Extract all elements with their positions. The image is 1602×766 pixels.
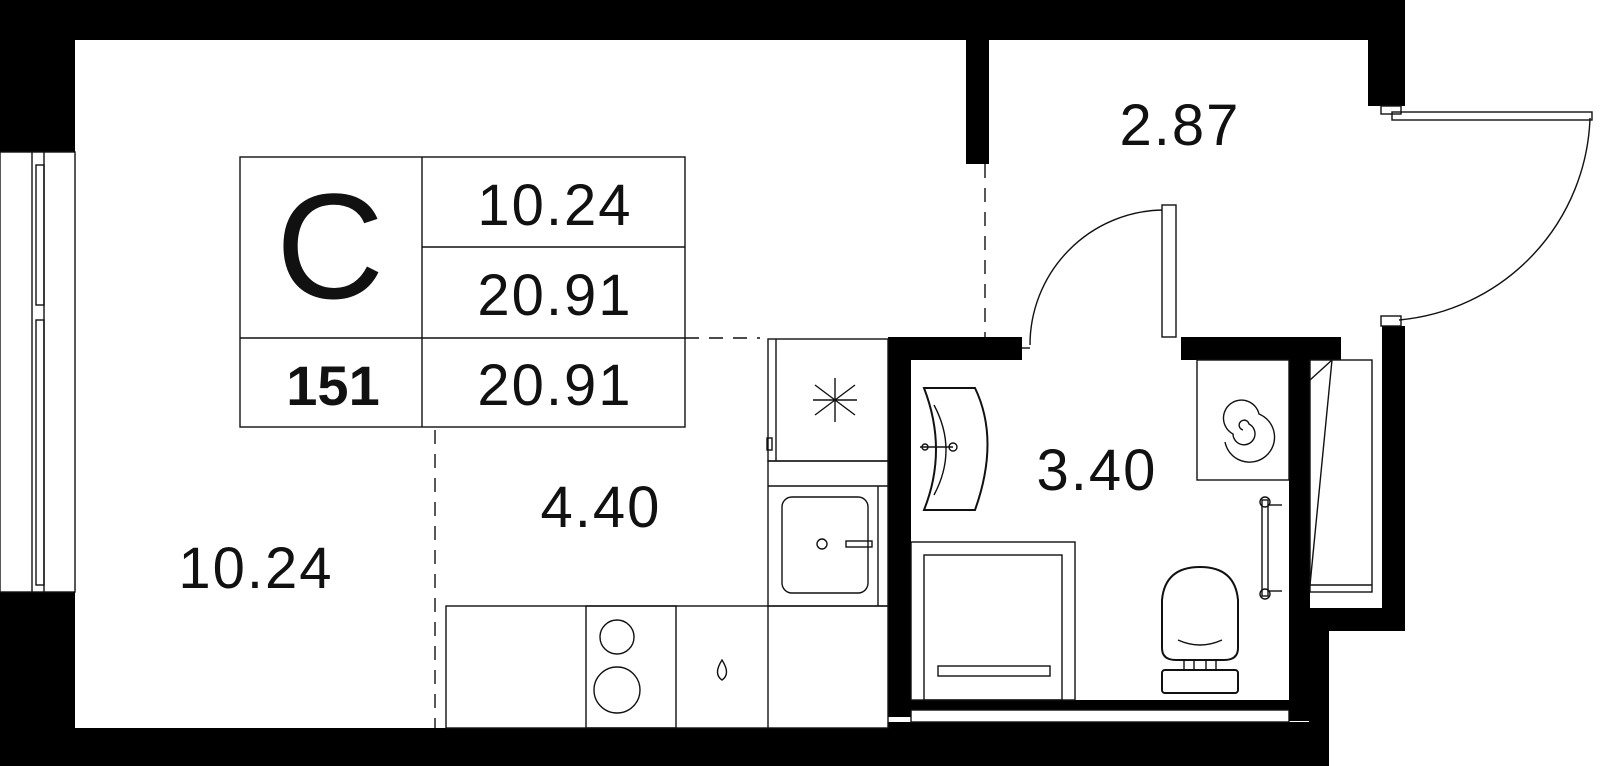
living-room-area: 10.24 bbox=[178, 536, 333, 601]
wall-bath-top-right bbox=[1181, 337, 1341, 360]
bathtub-icon bbox=[910, 541, 1076, 701]
kitchen bbox=[445, 338, 889, 729]
wall-bath-bottom2 bbox=[888, 722, 1309, 730]
bathroom-threshold bbox=[910, 709, 1290, 723]
entrance-door bbox=[1380, 105, 1593, 327]
towel-rail-icon bbox=[1259, 496, 1282, 600]
wall-bath-right bbox=[1289, 337, 1310, 721]
bathroom-door bbox=[1022, 204, 1177, 349]
stove-icon bbox=[585, 605, 677, 729]
window bbox=[0, 151, 76, 593]
living-area-value: 10.24 bbox=[477, 173, 632, 238]
hallway-area: 2.87 bbox=[1120, 93, 1241, 158]
wall-right-upper bbox=[1368, 0, 1405, 106]
info-table: С 10.24 20.91 151 20.91 bbox=[239, 156, 686, 428]
toilet-icon bbox=[1161, 565, 1239, 694]
total-area-value-2: 20.91 bbox=[477, 353, 632, 418]
fridge-icon bbox=[766, 338, 889, 462]
sink-icon bbox=[767, 460, 889, 607]
wall-right-lower bbox=[1382, 326, 1405, 631]
wall-bath-top-left bbox=[888, 337, 1022, 360]
wall-right-corner bbox=[1309, 608, 1329, 766]
water-drop-icon bbox=[716, 658, 728, 681]
total-area-value: 20.91 bbox=[477, 263, 632, 328]
bathroom-area: 3.40 bbox=[1037, 438, 1158, 503]
washbasin-icon bbox=[920, 387, 989, 511]
wall-bottom bbox=[0, 728, 1329, 766]
wall-interior-top bbox=[966, 36, 989, 164]
washing-machine-icon bbox=[1196, 359, 1290, 481]
zone-dividers bbox=[434, 164, 986, 728]
walls bbox=[0, 0, 1405, 766]
kitchen-area: 4.40 bbox=[541, 475, 662, 540]
counter bbox=[445, 605, 889, 729]
wall-bath-bottom bbox=[888, 700, 1310, 710]
apartment-number: 151 bbox=[286, 354, 379, 417]
wall-right-bottom bbox=[1309, 608, 1405, 631]
shaft bbox=[1309, 359, 1373, 593]
apartment-type-letter: С bbox=[276, 162, 384, 330]
wall-left-upper bbox=[0, 0, 75, 152]
wall-bath-left bbox=[888, 337, 911, 717]
wall-top bbox=[0, 0, 1405, 40]
bathroom bbox=[910, 359, 1373, 723]
